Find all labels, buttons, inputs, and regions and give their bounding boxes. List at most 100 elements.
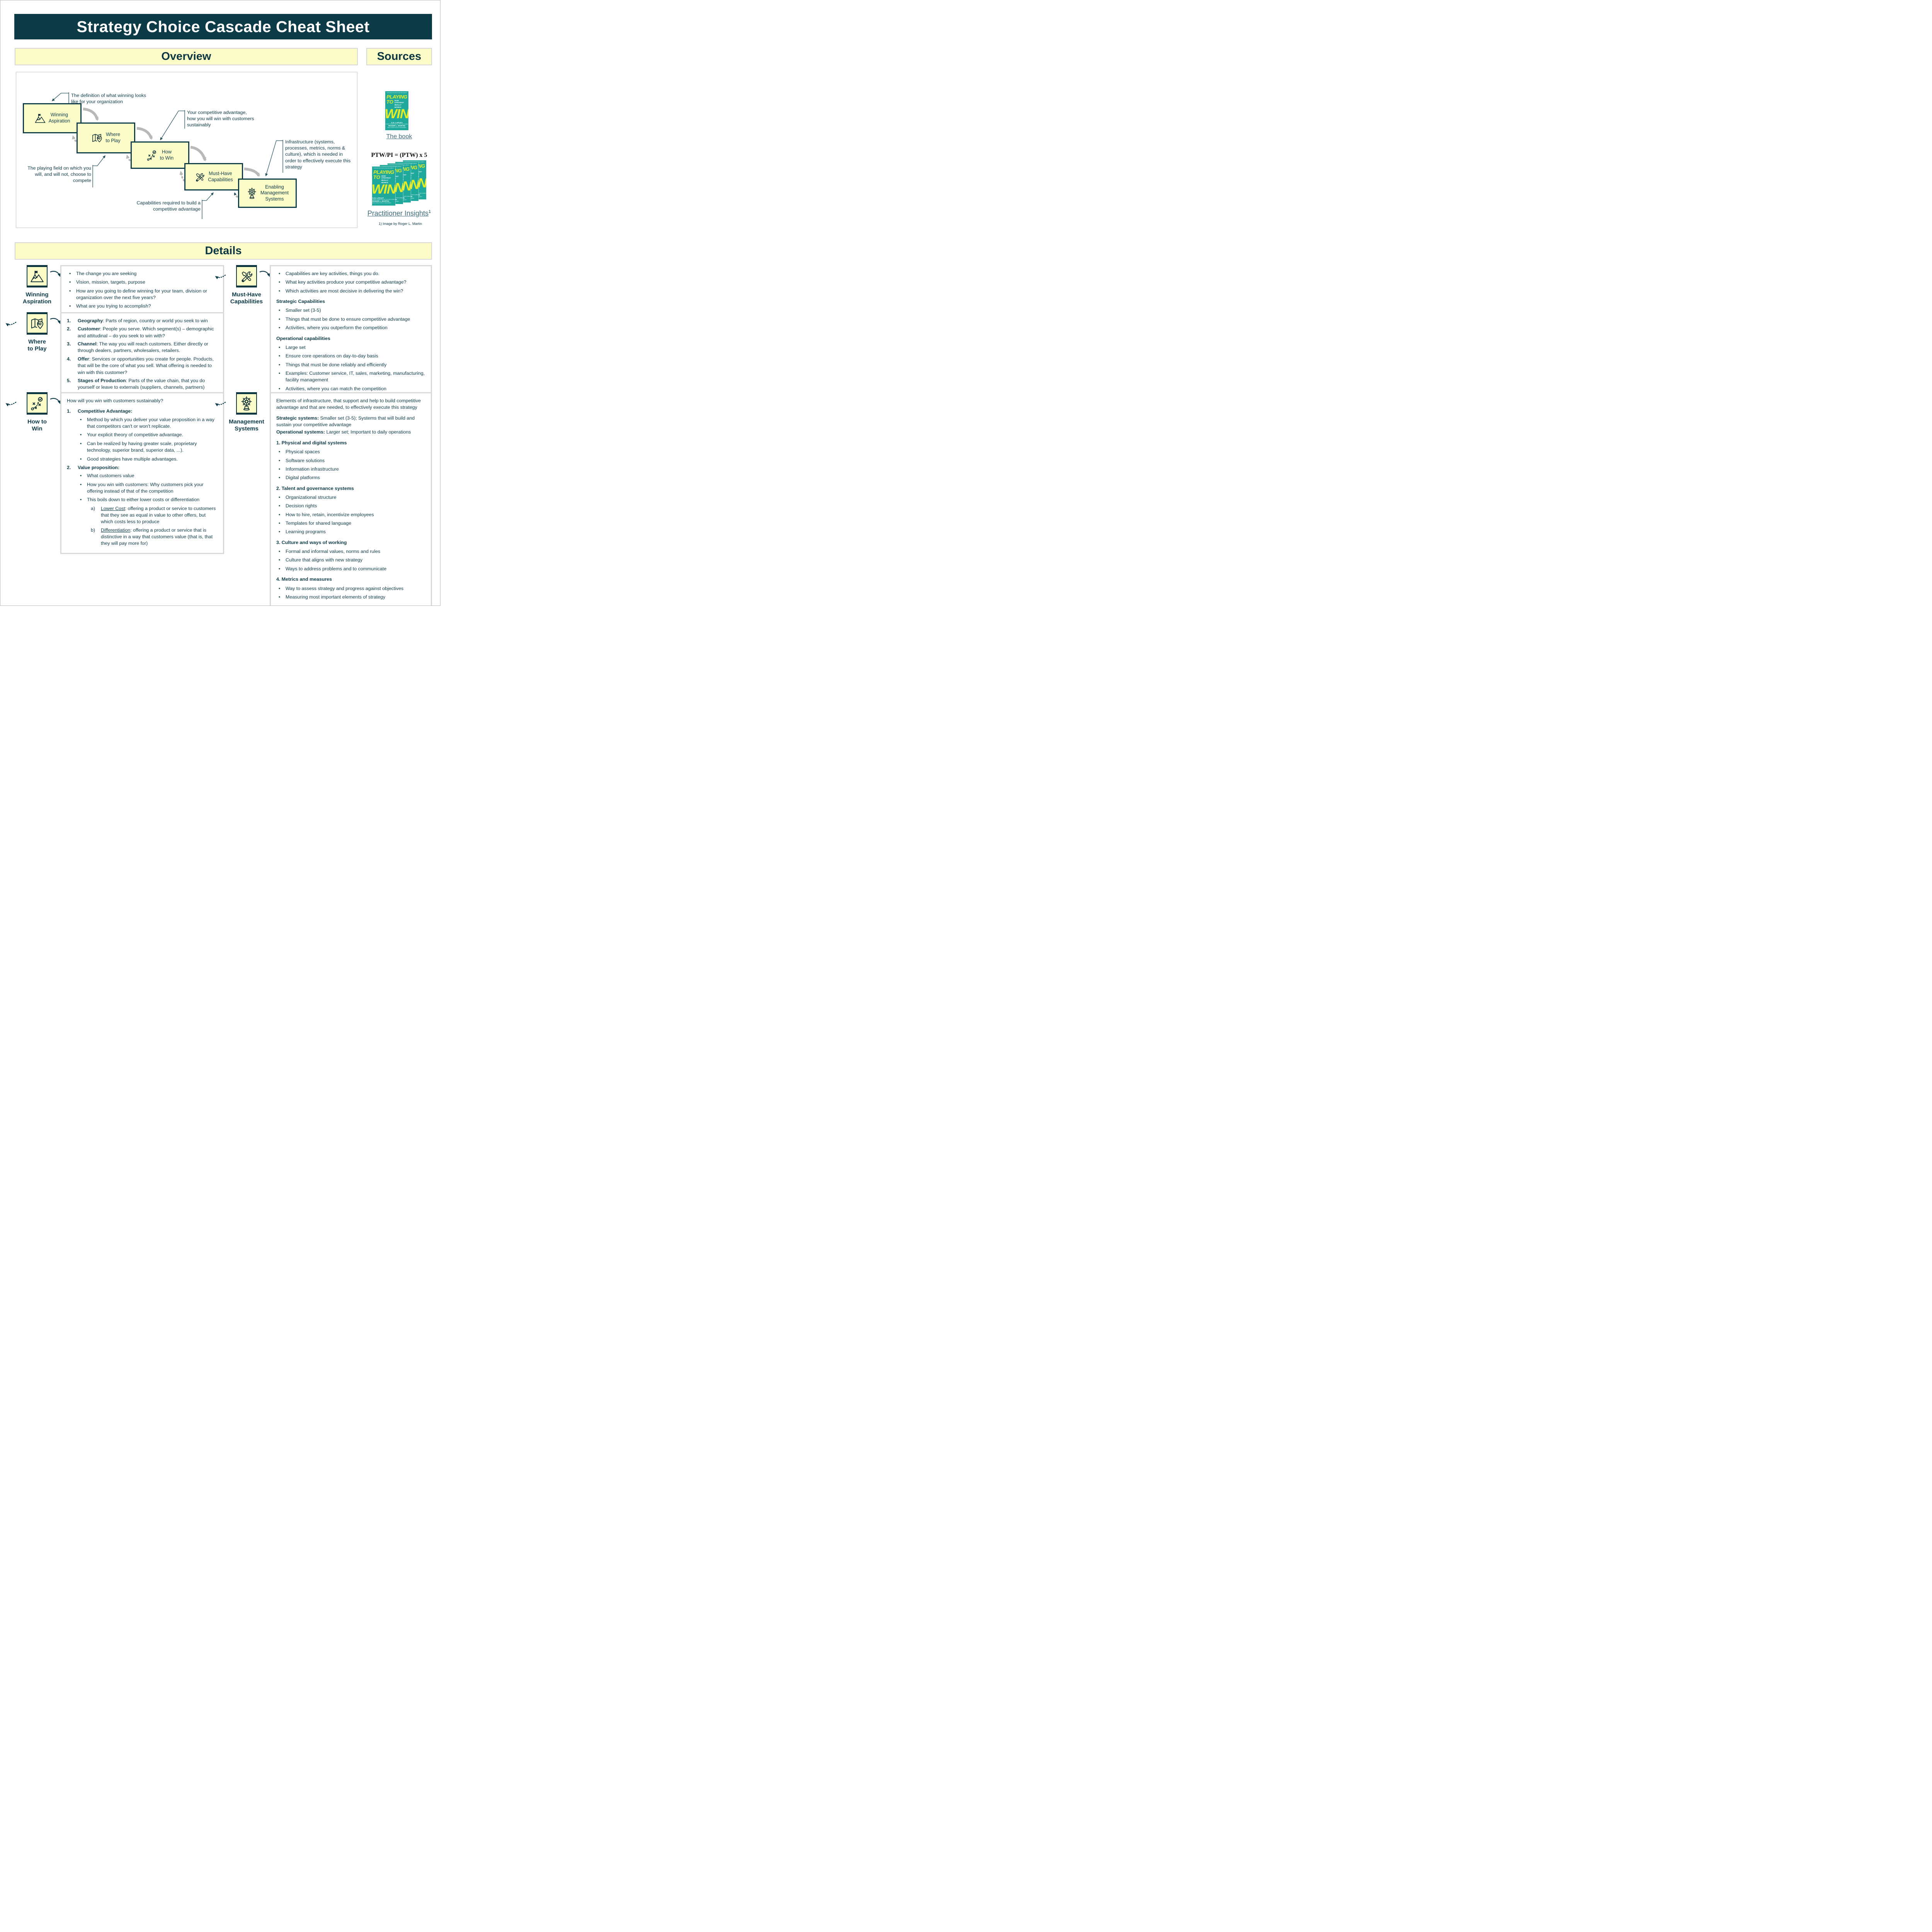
details-section-header: Details: [15, 242, 432, 260]
list-item: •Activities, where you can match the com…: [279, 386, 387, 391]
curve-arrow-icon: [50, 318, 61, 324]
group-heading: 1. Physical and digital systems: [276, 440, 347, 446]
sources-header-label: Sources: [377, 50, 422, 63]
tools-icon: [242, 271, 252, 282]
dotted-back-arrow-icon: [5, 321, 17, 327]
list-item: •Ways to address problems and to communi…: [279, 566, 387, 571]
must-have-capabilities-content: •Capabilities are key activities, things…: [270, 265, 432, 400]
list-item: •The change you are seeking: [69, 271, 137, 276]
system-type-line: Strategic systems: Smaller set (3-5); Sy…: [276, 415, 415, 428]
list-item: •What are you trying to accomplish?: [69, 303, 151, 309]
list-item: •Examples: Customer service, IT, sales, …: [279, 370, 425, 383]
sources-section-header: Sources: [366, 48, 432, 65]
annotation-where-to-play: The playing field on which you will, and…: [27, 165, 91, 184]
list-item: •Formal and informal values, norms and r…: [279, 549, 381, 554]
title-bar: Strategy Choice Cascade Cheat Sheet: [14, 14, 432, 39]
cascade-box-label: How to Win: [160, 149, 174, 161]
book-title-playing: PLAYING: [386, 94, 407, 100]
list-item: •Decision rights: [279, 503, 317, 509]
map-pin-icon: [31, 318, 43, 329]
details-icon-winning-aspiration: Winning Aspiration: [16, 265, 58, 305]
details-icon-where-to-play: Where to Play: [16, 312, 58, 352]
practitioner-insights-link-wrap: Practitioner Insights1: [356, 209, 440, 218]
list-item: •Measuring most important elements of st…: [279, 594, 386, 600]
annotation-capabilities: Capabilities required to build a competi…: [136, 200, 201, 212]
strategy-play-icon: [31, 397, 43, 410]
dotted-back-arrow-icon: [215, 401, 226, 406]
the-book-link-wrap: The book: [366, 133, 432, 140]
book-publisher: HARVARD BUSINESS REVIEW PRESS: [387, 92, 407, 94]
list-item: 2.Customer: People you serve. Which segm…: [67, 326, 214, 338]
cascade-box-winning-aspiration: Winning Aspiration: [23, 103, 82, 133]
practitioner-insights-link[interactable]: Practitioner Insights: [367, 209, 429, 217]
list-item: 1.Geography: Parts of region, country or…: [67, 318, 208, 323]
list-item: •Digital platforms: [279, 475, 320, 481]
book-title-to: TO: [386, 99, 393, 105]
mountain-flag-icon: [31, 270, 44, 282]
list-item: •Can be realized by having greater scale…: [80, 440, 197, 453]
cascade-box-how-to-win: How to Win: [131, 141, 189, 169]
details-icon-management-systems: Management Systems: [225, 392, 268, 432]
the-book-link[interactable]: The book: [386, 133, 412, 140]
section-heading: 1.Competitive Advantage:: [67, 408, 133, 414]
mountain-flag-icon: [35, 114, 45, 123]
book-cover-copy: HARVARD BUSINESS REVIEW PRESS PLAYING TO…: [372, 167, 395, 206]
curve-arrow-icon: [259, 270, 270, 277]
cascade-box-label: Must-Have Capabilities: [208, 170, 233, 182]
management-systems-intro: Elements of infrastructure, that support…: [276, 398, 421, 410]
list-item: •How to hire, retain, incentivize employ…: [279, 512, 374, 517]
details-label: Management Systems: [229, 418, 264, 432]
list-item: •Your explicit theory of competitive adv…: [80, 432, 183, 438]
overview-section-header: Overview: [15, 48, 358, 65]
list-item: •What customers value: [80, 473, 134, 479]
group-heading: Operational capabilities: [276, 335, 330, 341]
page-title: Strategy Choice Cascade Cheat Sheet: [77, 17, 370, 36]
details-label: Must-Have Capabilities: [230, 291, 263, 305]
list-item: •Way to assess strategy and progress aga…: [279, 585, 404, 591]
list-item: •Capabilities are key activities, things…: [279, 271, 380, 276]
book-author-2: ROGER L. MARTIN: [388, 125, 405, 128]
list-item: •Physical spaces: [279, 449, 320, 455]
helm-icon: [248, 187, 256, 199]
list-item: a)Lower Cost: offering a product or serv…: [91, 505, 216, 525]
details-header-label: Details: [205, 245, 242, 257]
details-label: How to Win: [27, 418, 47, 432]
group-heading: 3. Culture and ways of working: [276, 539, 347, 545]
list-item: •Which activities are most decisive in d…: [279, 288, 403, 294]
details-icon-must-have-capabilities: Must-Have Capabilities: [225, 265, 268, 305]
system-type-line: Operational systems: Larger set; Importa…: [276, 429, 411, 435]
details-label: Where to Play: [27, 338, 47, 352]
list-item: b)Differentiation: offering a product or…: [91, 527, 213, 546]
book-subtitle: HOW STRATEGY REALLY WORKS: [394, 99, 404, 108]
list-item: •Culture that aligns with new strategy: [279, 557, 363, 563]
helm-icon: [241, 396, 252, 411]
list-item: •How you win with customers: Why custome…: [80, 481, 204, 494]
cascade-box-label: Winning Aspiration: [48, 112, 70, 124]
book-author-2-sub: DEAN, ROTMAN SCHOOL OF MANAGEMENT: [387, 128, 406, 129]
group-heading: Strategic Capabilities: [276, 299, 325, 304]
footnote-marker: 1: [428, 209, 431, 214]
list-item: •Large set: [279, 344, 306, 350]
group-heading: 4. Metrics and measures: [276, 577, 332, 582]
list-item: •Organizational structure: [279, 494, 337, 500]
list-item: 4.Offer: Services or opportunities you c…: [67, 356, 214, 375]
book-title-win: WIN: [385, 106, 408, 121]
list-item: •Smaller set (3-5): [279, 308, 321, 313]
cascade-box-label: Enabling Management Systems: [260, 184, 289, 202]
cascade-box-enabling-management-systems: Enabling Management Systems: [238, 179, 297, 208]
list-item: •Vision, mission, targets, purpose: [69, 279, 145, 285]
group-heading: 2. Talent and governance systems: [276, 485, 354, 491]
map-pin-icon: [92, 134, 102, 143]
how-to-win-content: How will you win with customers sustaina…: [60, 392, 224, 554]
list-item: •Information infrastructure: [279, 466, 339, 472]
strategy-play-icon: [147, 150, 156, 161]
list-item: •This boils down to either lower costs o…: [80, 497, 200, 503]
management-systems-content: Elements of infrastructure, that support…: [270, 392, 432, 605]
list-item: •Activities, where you outperform the co…: [279, 325, 388, 331]
image-credit-footnote: 1) Image by Roger L. Martin: [378, 222, 422, 226]
cascade-box-label: Where to Play: [105, 132, 121, 143]
list-item: •Software solutions: [279, 457, 325, 463]
ptw-pi-formula: PTW/PI = (PTW) x 5: [371, 152, 427, 158]
how-to-win-intro: How will you win with customers sustaina…: [67, 398, 163, 403]
list-item: •How are you going to define winning for…: [69, 288, 207, 301]
